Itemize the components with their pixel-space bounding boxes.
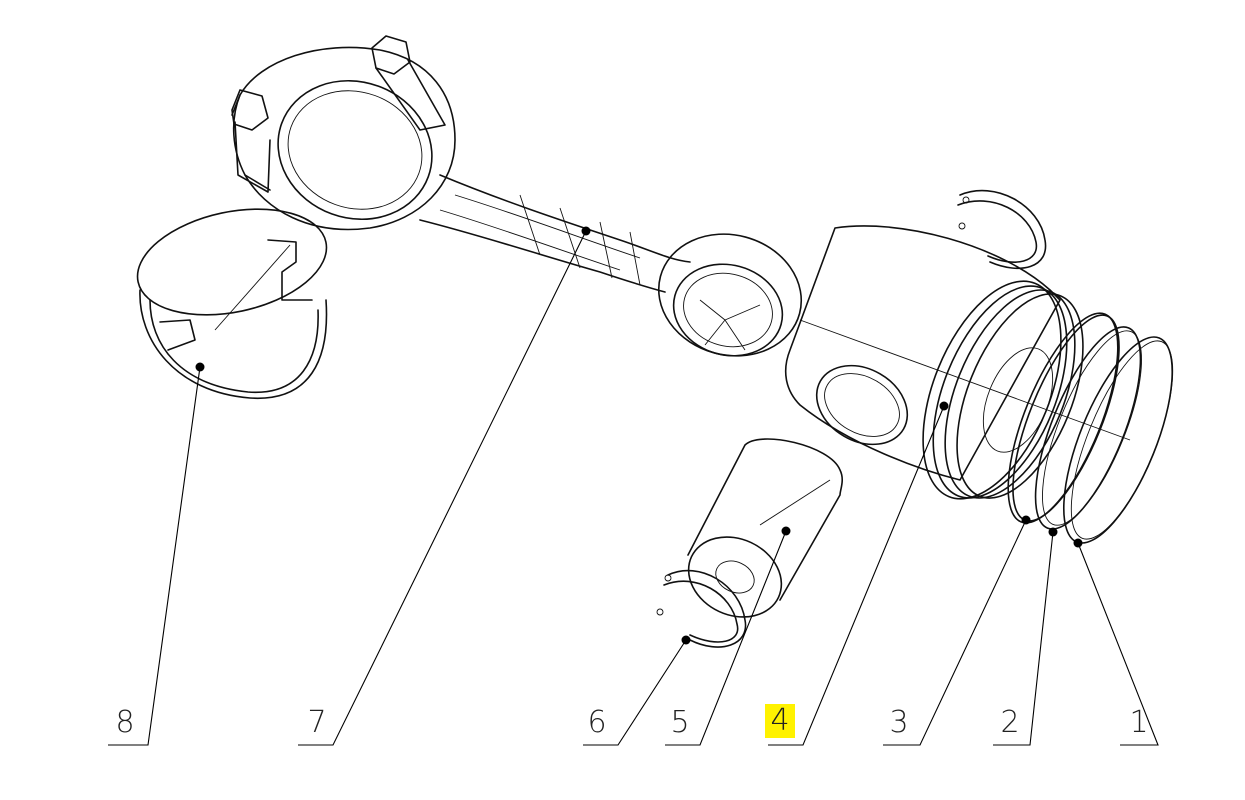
leader-3 [883,519,1027,746]
leader-dot-2 [1048,527,1058,537]
leader-8 [108,366,201,746]
callout-7: 7 [307,705,327,740]
leader-dot-1 [1073,538,1083,548]
leader-2 [993,531,1054,746]
bearing-shell [136,208,328,399]
leader-5 [665,530,787,746]
callout-8: 8 [115,705,135,740]
callout-2: 2 [1000,705,1020,740]
callout-5: 5 [670,705,690,740]
callout-1: 1 [1129,705,1149,740]
callout-6: 6 [587,705,607,740]
leader-dot-3 [1021,515,1031,525]
piston [784,225,1131,500]
circlip-top [957,189,1047,270]
leader-dot-5 [781,526,791,536]
leader-dot-4 [939,401,949,411]
callout-3: 3 [889,705,909,740]
leader-dot-8 [195,362,205,372]
callout-4-highlighted: 4 [765,704,795,738]
leader-4 [768,405,945,746]
piston-rings [1007,312,1174,544]
leader-1 [1077,542,1159,746]
leader-dot-7 [581,226,591,236]
piston-pin [687,438,843,618]
leader-dot-6 [681,635,691,645]
leader-lines [108,226,1159,746]
leader-7 [298,230,587,746]
leader-6 [583,639,687,746]
connecting-rod [231,35,803,357]
circlip-bottom [656,569,747,648]
